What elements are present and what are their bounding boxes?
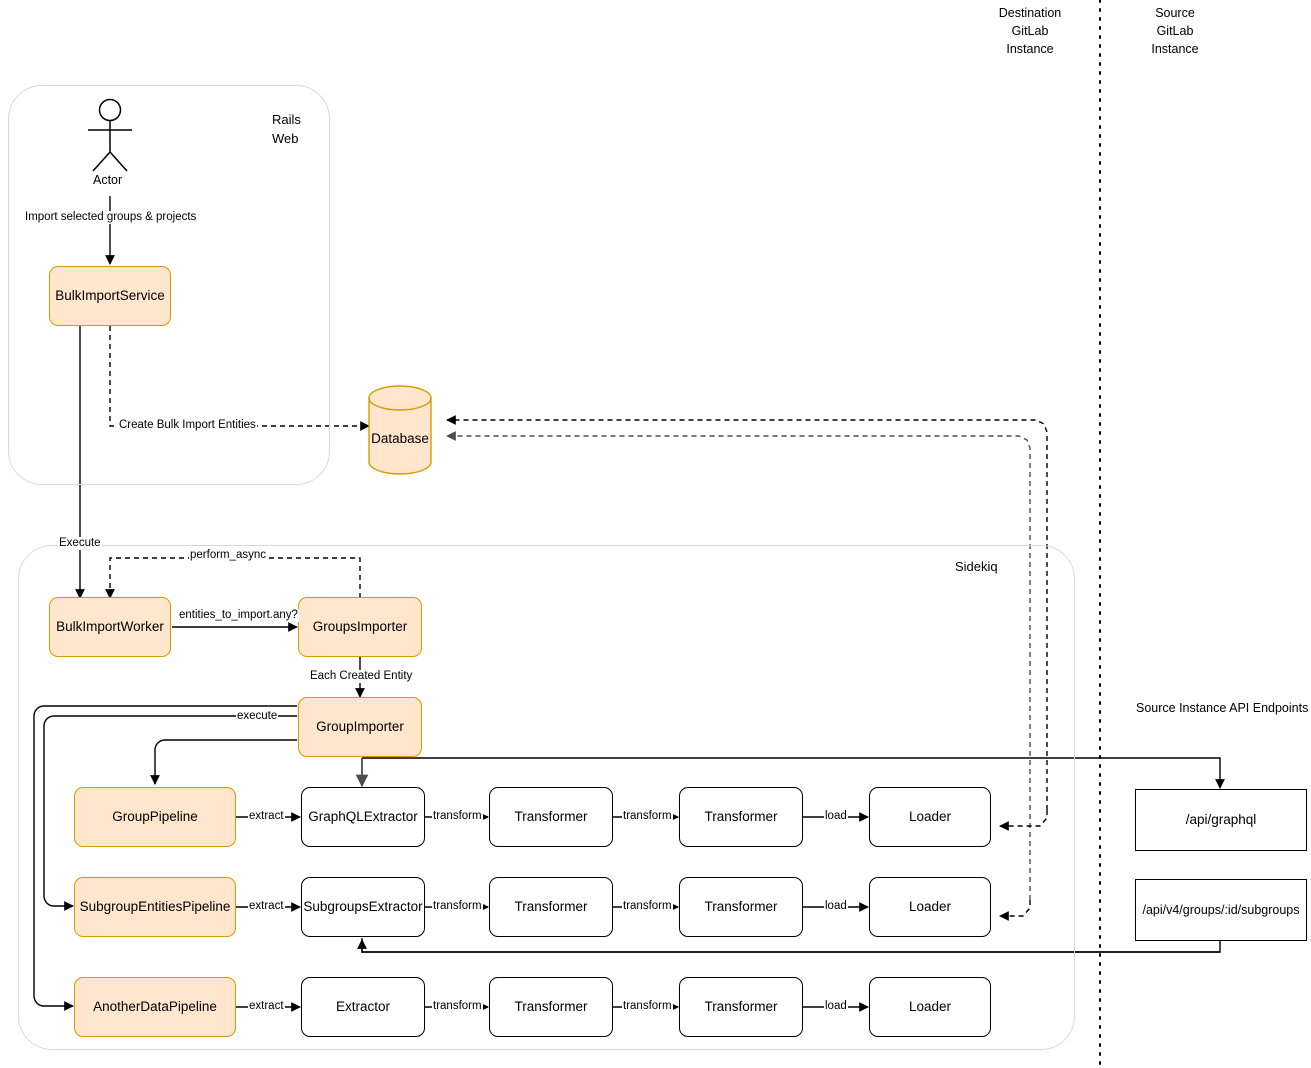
edge-label-load-r1: load xyxy=(824,810,848,824)
node-transformer-r3-b[interactable]: Transformer xyxy=(679,977,803,1037)
node-groups-importer[interactable]: GroupsImporter xyxy=(298,597,422,657)
edge-label-transform-r3-a: transform xyxy=(432,1000,483,1014)
node-label: Transformer xyxy=(704,998,778,1014)
node-label: Extractor xyxy=(335,998,390,1014)
edge-label-transform-r2-b: transform xyxy=(622,900,673,914)
node-database-label[interactable]: Database xyxy=(369,428,431,450)
node-label: Loader xyxy=(908,998,952,1014)
node-transformer-r1-b[interactable]: Transformer xyxy=(679,787,803,847)
container-sidekiq xyxy=(18,545,1075,1050)
node-bulk-import-worker[interactable]: BulkImportWorker xyxy=(49,597,171,657)
edge-label-execute-importer: execute xyxy=(236,710,279,724)
edge-label-extract-r1: extract xyxy=(248,810,285,824)
node-label: GroupPipeline xyxy=(112,808,198,824)
node-transformer-r2-a[interactable]: Transformer xyxy=(489,877,613,937)
node-label: Database xyxy=(371,430,429,446)
edge-label-entities-to-import: entities_to_import.any? xyxy=(178,609,299,623)
edge-label-create-bulk-import-entities: Create Bulk Import Entities xyxy=(118,419,257,433)
node-label: SubgroupsExtractor xyxy=(303,898,423,914)
node-loader-r2[interactable]: Loader xyxy=(869,877,991,937)
node-label: Transformer xyxy=(514,998,588,1014)
node-label: Transformer xyxy=(514,898,588,914)
edge-label-transform-r1-b: transform xyxy=(622,810,673,824)
node-loader-r1[interactable]: Loader xyxy=(869,787,991,847)
edge-label-transform-r2-a: transform xyxy=(432,900,483,914)
node-label: Loader xyxy=(908,898,952,914)
header-destination-instance: Destination GitLab Instance xyxy=(998,6,1062,57)
container-rails-web-label: Rails Web xyxy=(272,112,301,146)
edge-label-load-r2: load xyxy=(824,900,848,914)
actor-label: Actor xyxy=(93,173,123,187)
node-label: Transformer xyxy=(514,808,588,824)
container-sidekiq-label: Sidekiq xyxy=(955,559,998,574)
node-label: AnotherDataPipeline xyxy=(93,998,217,1014)
node-label: /api/v4/groups/:id/subgroups xyxy=(1142,902,1300,917)
label-source-api-endpoints: Source Instance API Endpoints xyxy=(1136,701,1309,715)
node-group-pipeline[interactable]: GroupPipeline xyxy=(74,787,236,847)
edge-label-transform-r1-a: transform xyxy=(432,810,483,824)
node-bulk-import-service[interactable]: BulkImportService xyxy=(49,266,171,326)
edge-label-extract-r2: extract xyxy=(248,900,285,914)
node-label: Transformer xyxy=(704,808,778,824)
node-api-subgroups[interactable]: /api/v4/groups/:id/subgroups xyxy=(1135,879,1307,941)
edge-label-extract-r3: extract xyxy=(248,1000,285,1014)
edge-label-import-selected: Import selected groups & projects xyxy=(24,211,198,225)
node-label: /api/graphql xyxy=(1185,811,1257,827)
node-another-data-pipeline[interactable]: AnotherDataPipeline xyxy=(74,977,236,1037)
node-label: BulkImportService xyxy=(55,287,165,303)
edge-label-load-r3: load xyxy=(824,1000,848,1014)
node-label: Loader xyxy=(908,808,952,824)
node-label: Transformer xyxy=(704,898,778,914)
node-label: SubgroupEntitiesPipeline xyxy=(79,898,231,914)
node-label: GroupImporter xyxy=(316,718,404,734)
node-loader-r3[interactable]: Loader xyxy=(869,977,991,1037)
node-extractor[interactable]: Extractor xyxy=(301,977,425,1037)
node-label: GroupsImporter xyxy=(312,618,408,634)
node-api-graphql[interactable]: /api/graphql xyxy=(1135,789,1307,851)
edge-label-each-created-entity: Each Created Entity xyxy=(309,670,414,684)
node-subgroups-extractor[interactable]: SubgroupsExtractor xyxy=(301,877,425,937)
edge-label-perform-async: perform_async xyxy=(189,549,268,563)
node-group-importer[interactable]: GroupImporter xyxy=(298,697,422,757)
container-rails-web xyxy=(8,85,330,485)
node-subgroup-entities-pipeline[interactable]: SubgroupEntitiesPipeline xyxy=(74,877,236,937)
node-transformer-r3-a[interactable]: Transformer xyxy=(489,977,613,1037)
node-label: GraphQLExtractor xyxy=(308,808,418,824)
node-graphql-extractor[interactable]: GraphQLExtractor xyxy=(301,787,425,847)
node-label: BulkImportWorker xyxy=(56,618,164,634)
node-transformer-r2-b[interactable]: Transformer xyxy=(679,877,803,937)
header-source-instance: Source GitLab Instance xyxy=(1151,6,1199,57)
edge-label-transform-r3-b: transform xyxy=(622,1000,673,1014)
node-transformer-r1-a[interactable]: Transformer xyxy=(489,787,613,847)
edge-label-execute-top: Execute xyxy=(58,537,102,551)
